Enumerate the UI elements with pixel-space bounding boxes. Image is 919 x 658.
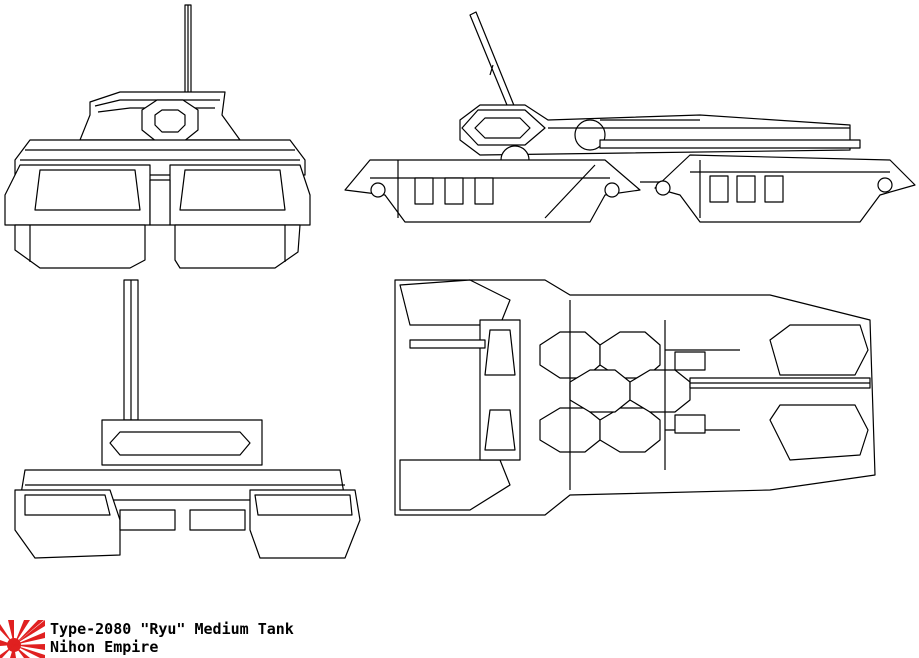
rising-sun-flag-icon <box>0 620 45 658</box>
rear-view <box>14 279 361 559</box>
vehicle-title: Type-2080 "Ryu" Medium Tank <box>50 620 294 638</box>
front-view <box>4 4 311 269</box>
side-view <box>344 11 916 223</box>
top-view <box>394 279 876 516</box>
faction-name: Nihon Empire <box>50 638 159 656</box>
title-block: Type-2080 "Ryu" Medium Tank Nihon Empire <box>50 620 294 656</box>
